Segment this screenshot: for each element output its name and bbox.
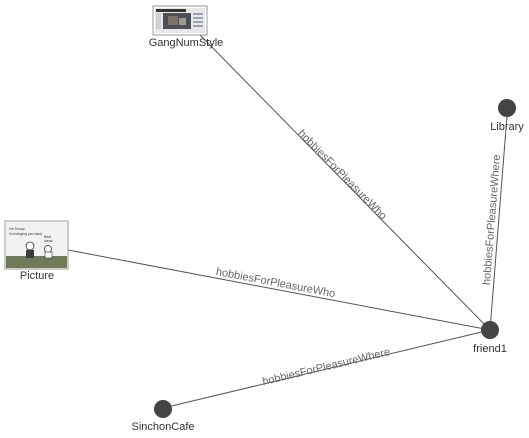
comic-caption-1: Ha Snoop	[9, 227, 25, 231]
node-library[interactable]: Library	[490, 99, 524, 133]
node-label-library: Library	[490, 121, 524, 133]
comic-caption-4: ideas	[44, 239, 53, 243]
edges	[67, 34, 508, 409]
edge-labels: hobbiesForPleasureWho hobbiesForPleasure…	[215, 128, 503, 389]
node-picture[interactable]: Ha Snoop I'm bringing you back Best idea…	[4, 220, 69, 282]
edge-sinchon-friend1[interactable]	[162, 329, 491, 409]
node-label-gangnam: GangNumStyle	[149, 37, 224, 49]
node-friend1[interactable]: friend1	[473, 321, 507, 355]
edge-label-sinchon-friend1: hobbiesForPleasureWhere	[261, 346, 391, 388]
node-sinchon[interactable]: SinchonCafe	[132, 400, 195, 433]
comic-caption-3: Best	[44, 235, 51, 239]
node-label-sinchon: SinchonCafe	[132, 421, 195, 433]
node-label-friend1: friend1	[473, 343, 507, 355]
edge-gangnam-friend1[interactable]	[199, 34, 491, 331]
video-screenshot-icon	[155, 8, 205, 33]
comic-strip-icon: Ha Snoop I'm bringing you back Best idea…	[6, 222, 67, 268]
comic-caption-2: I'm bringing you back	[9, 232, 42, 236]
edge-library-friend1[interactable]	[489, 115, 508, 331]
edge-label-gangnam-friend1: hobbiesForPleasureWho	[295, 128, 388, 223]
node-label-picture: Picture	[20, 270, 54, 282]
sinchon-node-circle	[154, 400, 172, 418]
edge-label-picture-friend1: hobbiesForPleasureWho	[215, 266, 336, 300]
node-gangnam[interactable]: GangNumStyle	[149, 5, 224, 49]
library-node-circle	[498, 99, 516, 117]
edge-label-library-friend1: hobbiesForPleasureWhere	[481, 154, 503, 285]
edge-picture-friend1[interactable]	[67, 249, 491, 331]
friend1-node-circle	[481, 321, 499, 339]
